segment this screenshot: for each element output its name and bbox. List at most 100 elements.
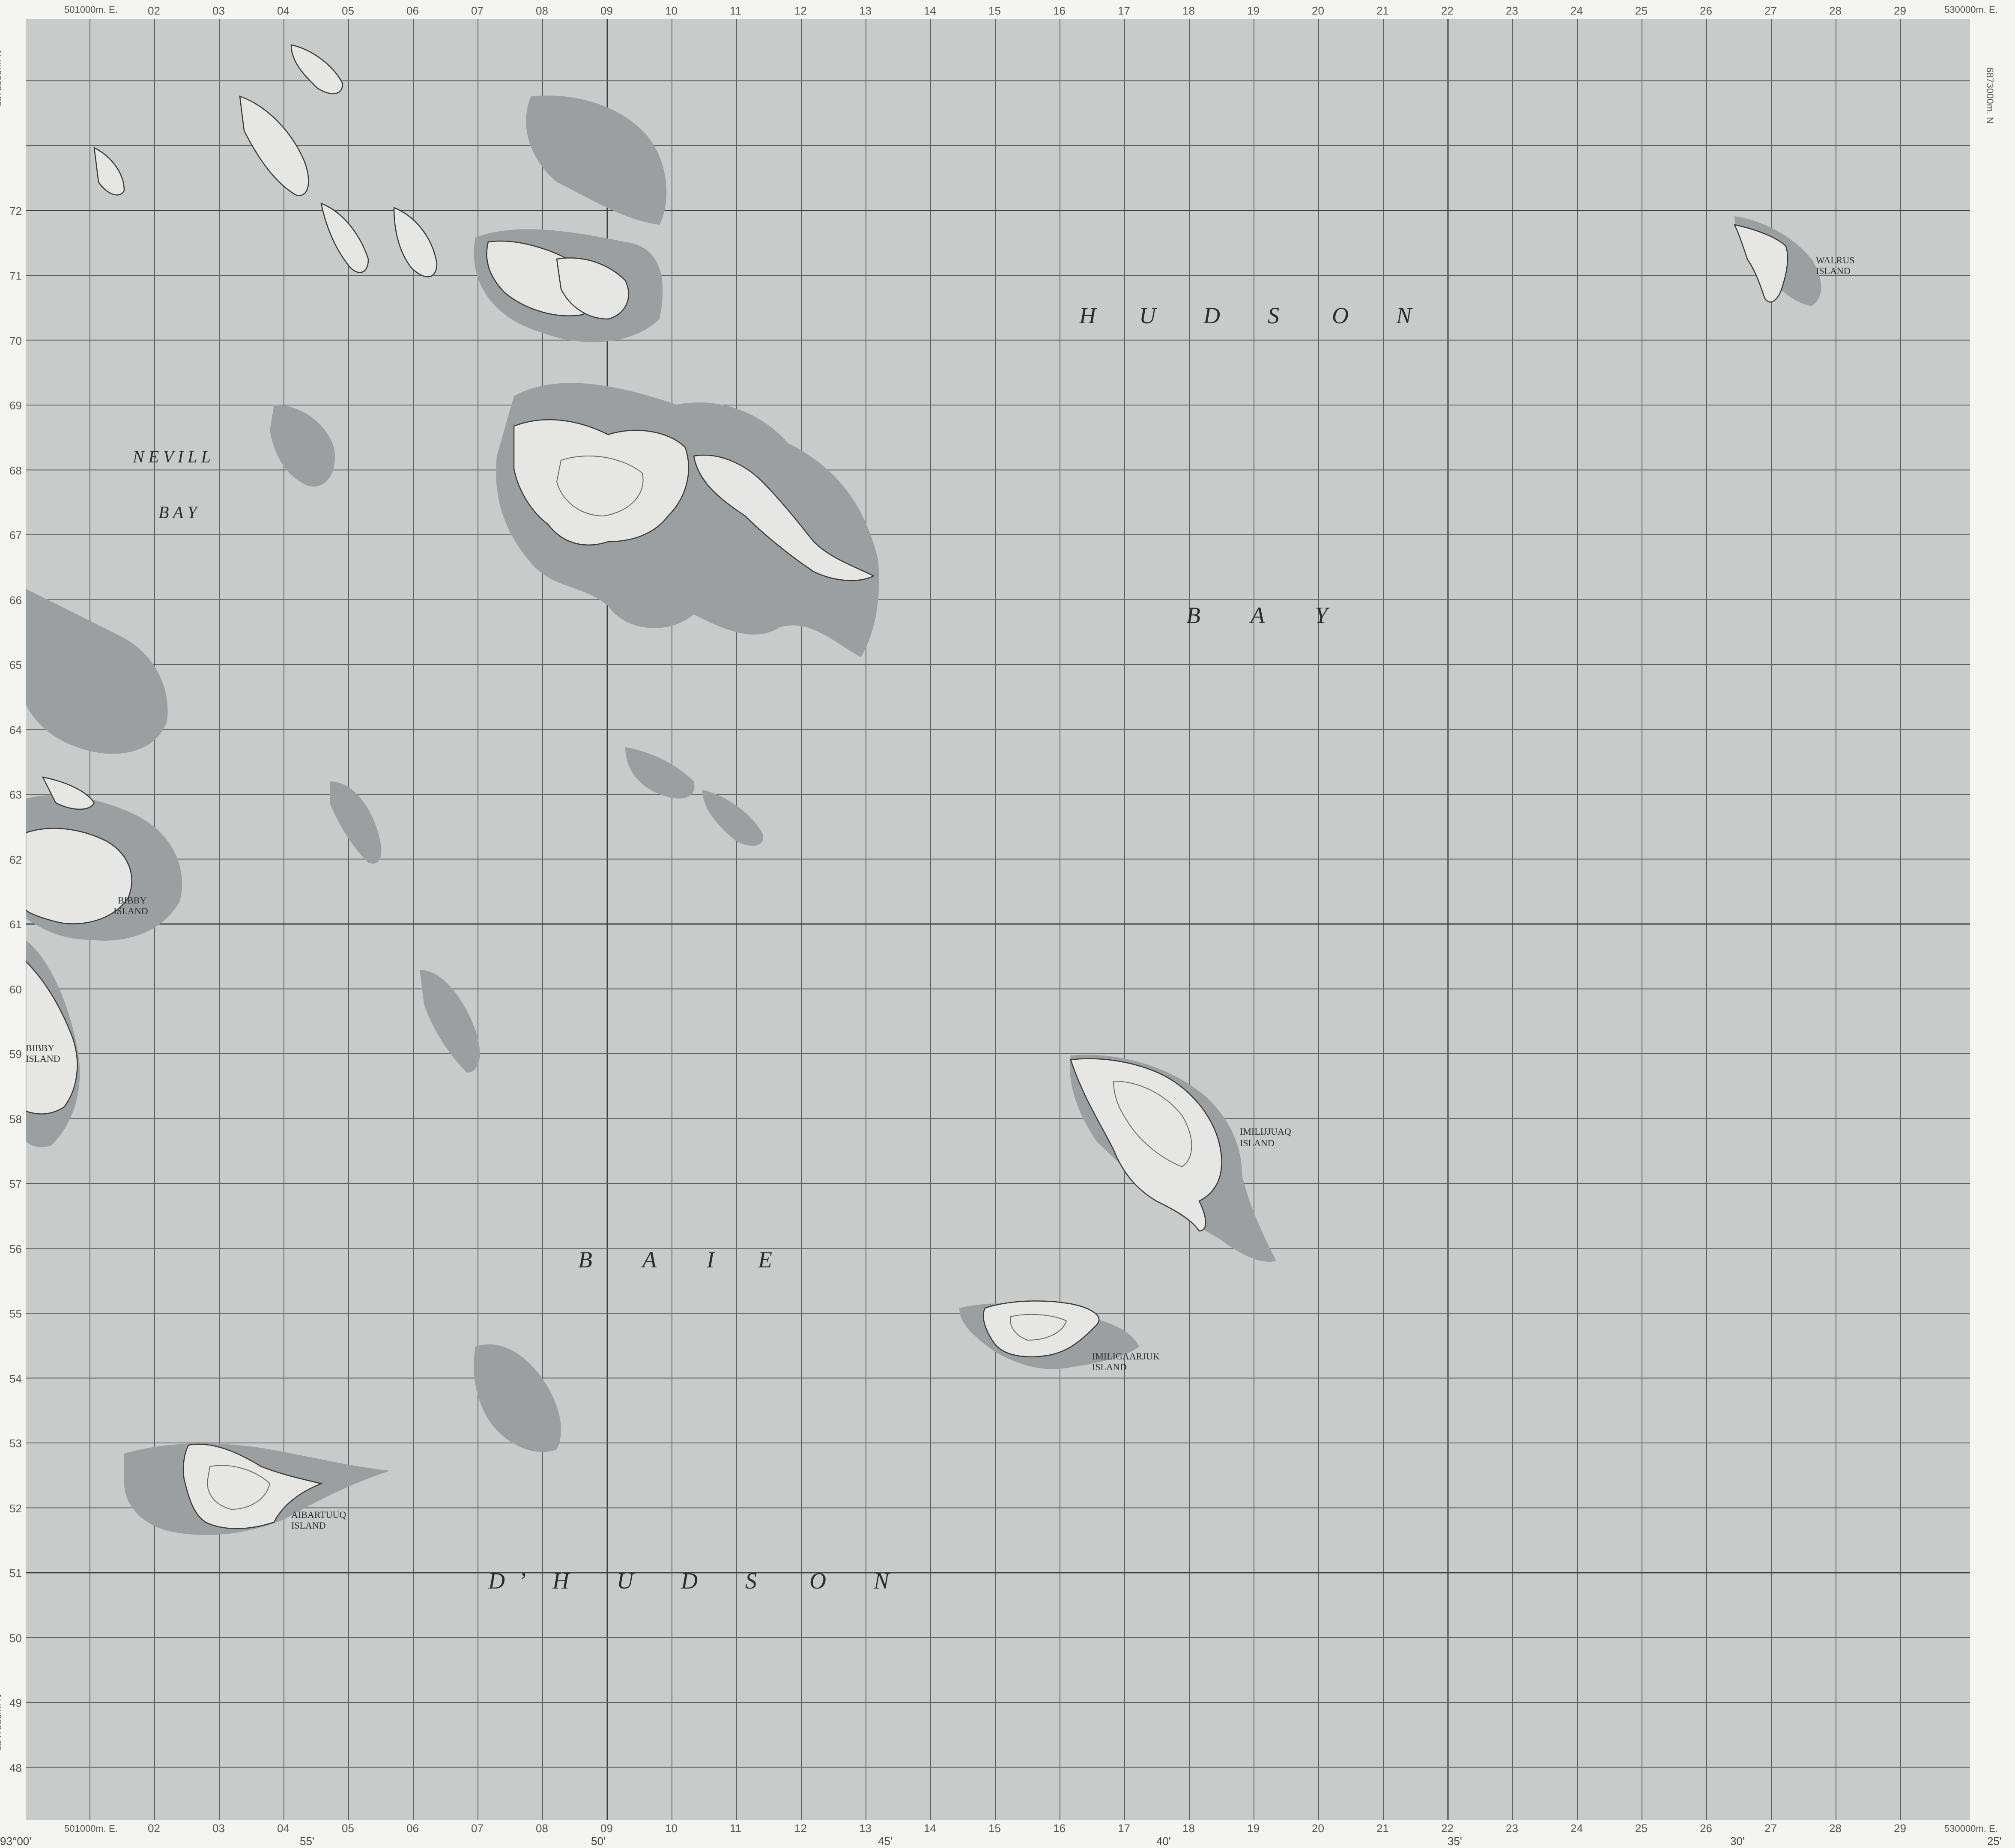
topographic-map[interactable]: H U D S O N B A Y N E V I L L B A Y B A … <box>26 19 1970 1820</box>
label-bay-y: Y <box>1315 602 1330 628</box>
easting-tick-top: 03 <box>212 4 225 17</box>
label-bibby-1b: ISLAND <box>113 906 148 916</box>
longitude-label: 30' <box>1730 1835 1745 1848</box>
shoal-patch-b <box>270 405 335 487</box>
northing-tick-left: 70 <box>9 334 22 347</box>
northing-tick-left: 59 <box>9 1048 22 1061</box>
label-nevill: N E V I L L <box>132 447 211 466</box>
northing-tick-left: 53 <box>9 1437 22 1450</box>
northing-tick-left: 69 <box>9 399 22 412</box>
northing-tick-left: 54 <box>9 1372 22 1385</box>
label-hudson-n: N <box>1396 303 1413 328</box>
right-northing-label: 6873000m. N <box>1985 67 1996 124</box>
northing-tick-left: 67 <box>9 529 22 542</box>
northing-tick-left: 71 <box>9 269 22 282</box>
longitude-label: 35' <box>1448 1835 1462 1848</box>
easting-tick-top: 14 <box>924 4 936 17</box>
northing-tick-left: 49 <box>9 1696 22 1709</box>
northing-tick-left: 51 <box>9 1567 22 1580</box>
easting-tick-top: 22 <box>1441 4 1454 17</box>
utm-grid <box>26 19 1970 1820</box>
island-bibby-north <box>26 828 132 924</box>
island-top-left-1 <box>239 95 309 196</box>
land-areas <box>26 44 1788 1529</box>
easting-tick-bottom: 11 <box>730 1822 741 1835</box>
northing-tick-left: 48 <box>9 1761 22 1774</box>
island-west-2 <box>42 776 95 810</box>
easting-tick-bottom: 05 <box>342 1822 354 1835</box>
easting-tick-bottom: 26 <box>1700 1822 1712 1835</box>
label-dhudson-s: S <box>745 1568 757 1594</box>
easting-tick-bottom: 25 <box>1635 1822 1648 1835</box>
easting-tick-top: 07 <box>471 4 484 17</box>
shoal-areas <box>26 95 1821 1535</box>
northing-tick-left: 72 <box>9 204 22 218</box>
northing-tick-left: 60 <box>9 983 22 996</box>
island-imiligaarjuk <box>982 1300 1100 1357</box>
easting-tick-bottom: 20 <box>1312 1822 1324 1835</box>
label-walrus-2: ISLAND <box>1816 265 1851 276</box>
northing-tick-left: 65 <box>9 659 22 671</box>
island-bibby-south <box>26 960 78 1115</box>
easting-tick-bottom: 14 <box>924 1822 936 1835</box>
easting-tick-top: 18 <box>1182 4 1195 17</box>
easting-tick-top: 10 <box>665 4 678 17</box>
easting-tick-top: 13 <box>859 4 872 17</box>
label-bibby-2a: BIBBY <box>26 1043 54 1053</box>
shoal-patch-d <box>702 790 763 846</box>
label-dhudson-n: N <box>873 1568 890 1594</box>
longitude-label: 93°00' <box>0 1835 32 1848</box>
label-dhudson-u: U <box>617 1568 635 1594</box>
easting-tick-top: 15 <box>988 4 1001 17</box>
northing-tick-left: 55 <box>9 1307 22 1320</box>
easting-tick-top: 05 <box>342 4 354 17</box>
island-top-left-2 <box>290 44 343 95</box>
easting-tick-top: 04 <box>277 4 290 17</box>
easting-tick-top: 27 <box>1764 4 1777 17</box>
island-imilijjuaq <box>1070 1058 1222 1232</box>
top-right-easting-label: 530000m. E. <box>1944 4 1998 15</box>
label-hudson-h: H <box>1079 303 1097 328</box>
label-baie-b: B <box>578 1247 592 1273</box>
label-dhudson-apos: ’ <box>518 1568 526 1594</box>
easting-tick-bottom: 28 <box>1829 1822 1842 1835</box>
easting-tick-top: 16 <box>1053 4 1066 17</box>
island-east-arm <box>693 454 875 581</box>
sea-labels: H U D S O N B A Y N E V I L L B A Y B A … <box>132 303 1413 1594</box>
easting-tick-top: 26 <box>1700 4 1712 17</box>
easting-tick-bottom: 15 <box>988 1822 1001 1835</box>
northing-tick-left: 52 <box>9 1502 22 1515</box>
northing-tick-left: 58 <box>9 1112 22 1126</box>
easting-tick-top: 19 <box>1247 4 1260 17</box>
shoal-mid-patch <box>420 970 480 1073</box>
label-dhudson-o: O <box>809 1568 826 1594</box>
easting-tick-bottom: 13 <box>859 1822 872 1835</box>
shoal-patch-a <box>330 781 382 864</box>
island-walrus <box>1733 224 1788 303</box>
easting-tick-bottom: 04 <box>277 1822 290 1835</box>
easting-tick-bottom: 03 <box>212 1822 225 1835</box>
shoal-west-coast <box>26 589 168 754</box>
island-main-cluster <box>513 419 690 545</box>
label-baie-e: E <box>758 1247 772 1273</box>
northing-tick-left: 64 <box>9 723 22 736</box>
longitude-label: 25' <box>1987 1835 2002 1848</box>
northing-tick-left: 66 <box>9 593 22 607</box>
island-top-left-3 <box>320 202 369 273</box>
label-bay-a: A <box>1249 602 1265 628</box>
easting-tick-bottom: 24 <box>1570 1822 1583 1835</box>
easting-tick-bottom: 29 <box>1894 1822 1906 1835</box>
label-aibartuuq-2: ISLAND <box>291 1520 326 1531</box>
bottom-left-easting-label: 501000m. E. <box>64 1823 118 1834</box>
shoal-top-band <box>526 95 667 225</box>
longitude-label: 50' <box>591 1835 606 1848</box>
easting-tick-bottom: 19 <box>1247 1822 1260 1835</box>
easting-tick-top: 23 <box>1506 4 1518 17</box>
label-bibby-1a: BIBBY <box>118 895 146 906</box>
contour-aibartuuq <box>207 1465 271 1510</box>
easting-tick-top: 29 <box>1894 4 1906 17</box>
island-west-1 <box>93 146 125 196</box>
easting-tick-top: 08 <box>536 4 548 17</box>
northing-tick-left: 68 <box>9 464 22 477</box>
label-hudson-s: S <box>1268 303 1279 328</box>
